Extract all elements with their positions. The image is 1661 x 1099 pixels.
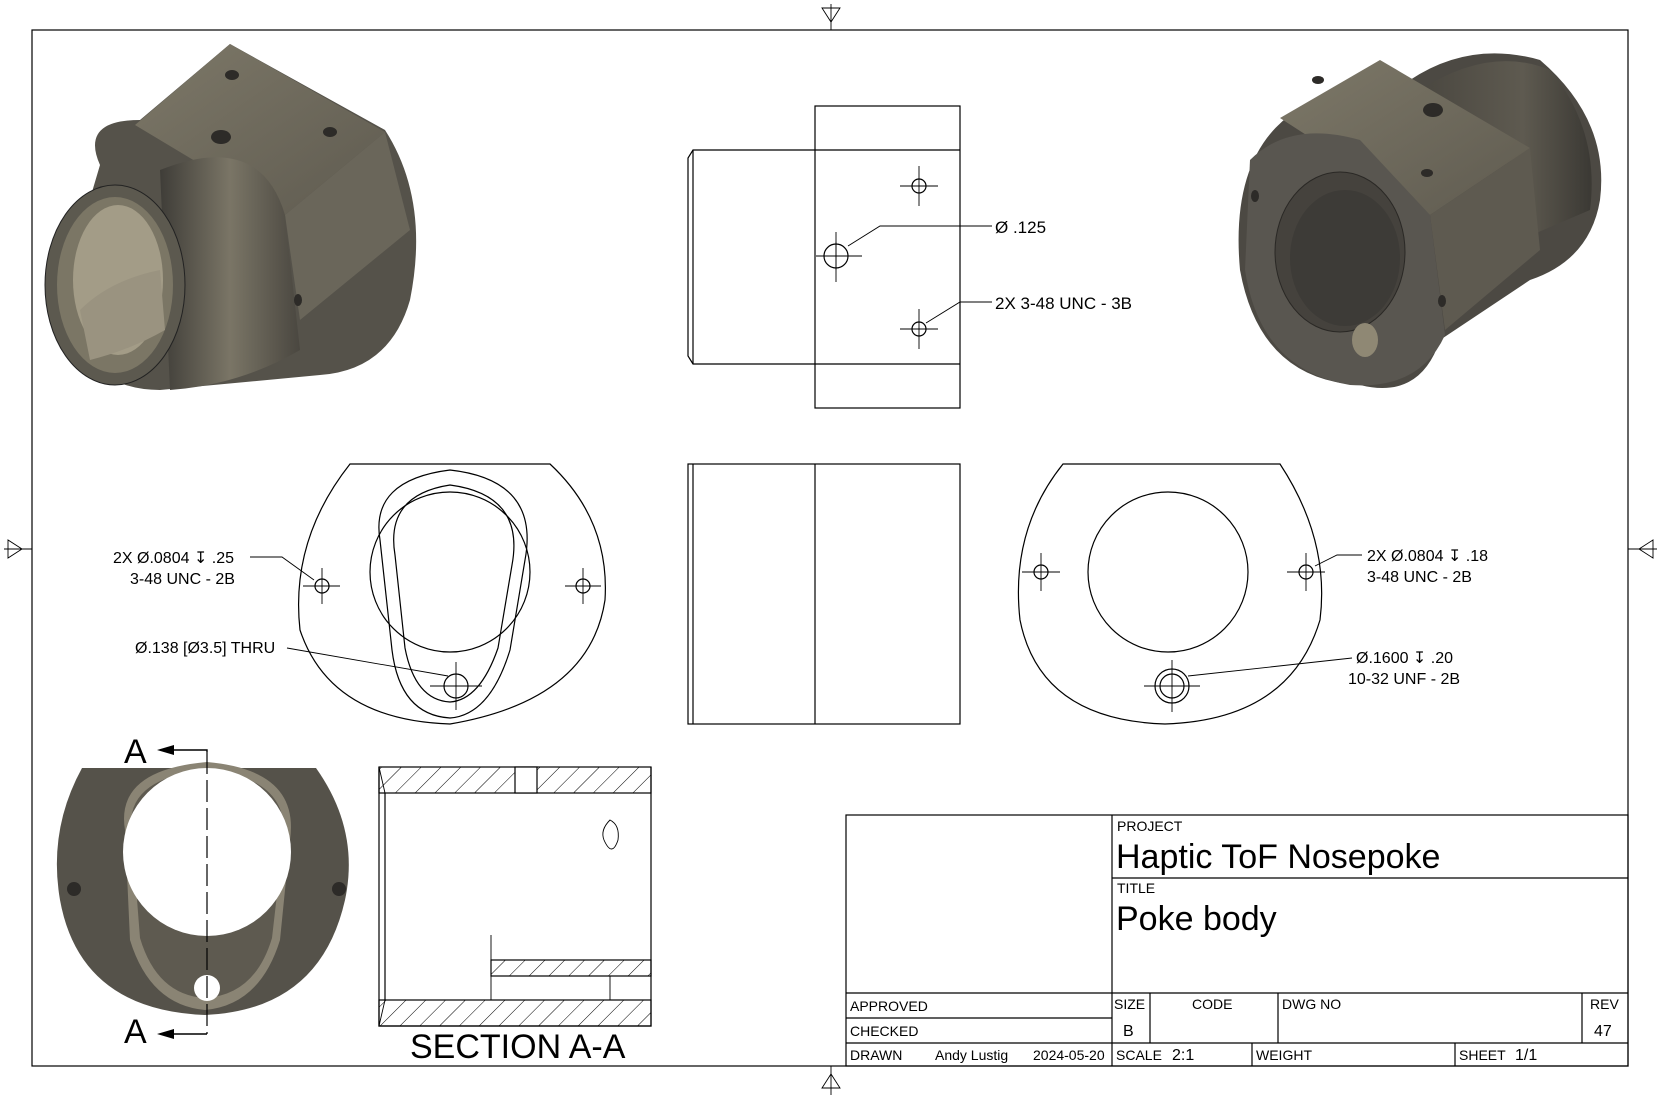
dwg-no-label: DWG NO — [1282, 996, 1341, 1012]
size-value: B — [1123, 1023, 1134, 1040]
weight-label: WEIGHT — [1256, 1047, 1312, 1063]
size-label: SIZE — [1114, 996, 1145, 1012]
front-view — [687, 463, 961, 725]
callout-top-thread: 2X 3-48 UNC - 3B — [995, 294, 1132, 313]
approved-label: APPROVED — [850, 998, 928, 1014]
scale-label: SCALE — [1116, 1047, 1162, 1063]
rev-label: REV — [1590, 996, 1619, 1012]
checked-label: CHECKED — [850, 1023, 918, 1039]
rev-value: 47 — [1594, 1023, 1612, 1040]
sheet-label: SHEET — [1459, 1047, 1506, 1063]
drawn-date: 2024-05-20 — [1033, 1047, 1105, 1063]
callout-left-holes-1: 2X Ø.0804 ↧ .25 — [113, 550, 234, 567]
title-label: TITLE — [1117, 880, 1155, 896]
section-marker-bottom: A — [124, 1013, 147, 1051]
iso-view-back — [1238, 53, 1602, 388]
centering-marks — [4, 4, 1657, 1095]
callout-right-big-2: 10-32 UNF - 2B — [1348, 671, 1460, 688]
callout-left-holes-2: 3-48 UNC - 2B — [130, 571, 235, 588]
project-name: Haptic ToF Nosepoke — [1116, 838, 1440, 876]
left-end-view — [250, 463, 606, 725]
section-marker-top: A — [124, 733, 147, 771]
callout-right-holes-1: 2X Ø.0804 ↧ .18 — [1367, 548, 1488, 565]
drawn-by: Andy Lustig — [935, 1047, 1008, 1063]
callout-top-hole: Ø .125 — [995, 218, 1046, 237]
callout-right-big-1: Ø.1600 ↧ .20 — [1356, 650, 1453, 667]
section-label: SECTION A-A — [410, 1028, 626, 1066]
callout-left-thru: Ø.138 [Ø3.5] THRU — [135, 640, 275, 657]
section-source-view — [56, 745, 349, 1039]
title-block — [845, 814, 1629, 1067]
right-end-view — [1017, 463, 1362, 725]
iso-view-front — [44, 44, 417, 390]
sheet-value: 1/1 — [1515, 1047, 1537, 1064]
drawn-label: DRAWN — [850, 1047, 902, 1063]
top-view — [687, 105, 992, 409]
sheet-border — [31, 29, 1629, 1067]
scale-value: 2:1 — [1172, 1047, 1194, 1064]
section-a-a-view — [378, 766, 652, 1027]
callout-right-holes-2: 3-48 UNC - 2B — [1367, 569, 1472, 586]
drawing-title: Poke body — [1116, 900, 1277, 938]
project-label: PROJECT — [1117, 818, 1183, 834]
code-label: CODE — [1192, 996, 1232, 1012]
